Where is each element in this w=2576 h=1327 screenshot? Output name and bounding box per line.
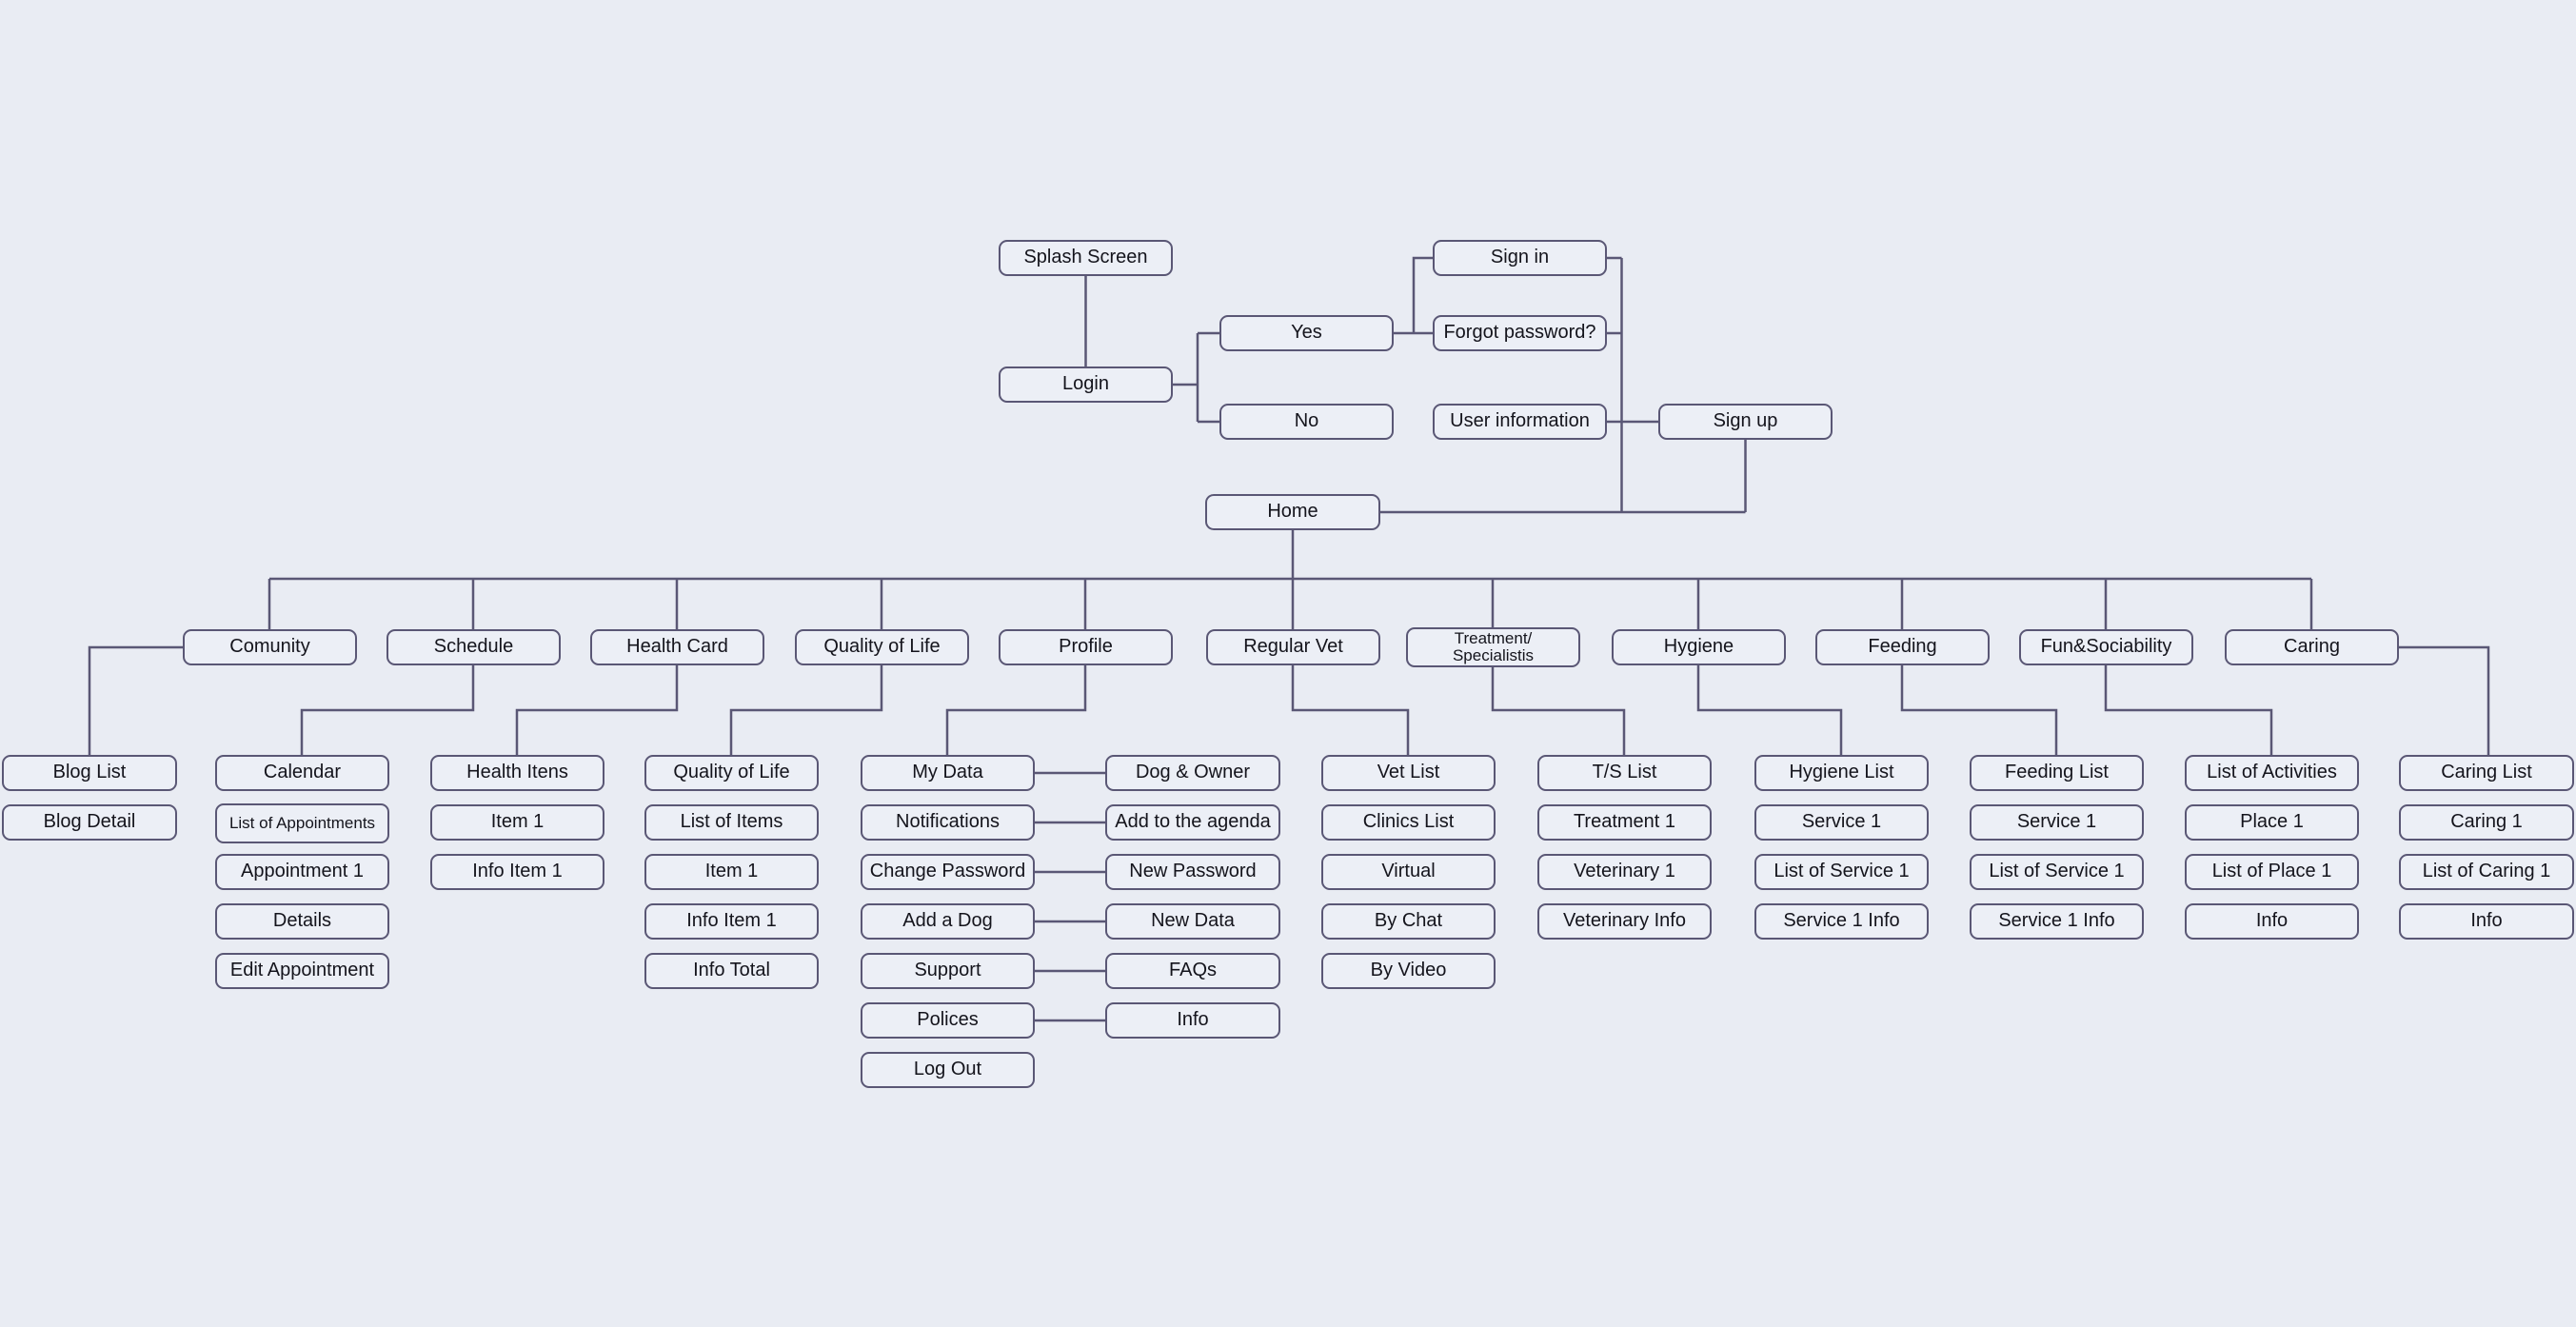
node-feeding-list[interactable]: Feeding List (1970, 755, 2144, 791)
node-dog-and-owner[interactable]: Dog & Owner (1105, 755, 1280, 791)
node-list-of-caring-1[interactable]: List of Caring 1 (2399, 854, 2574, 890)
node-feeding-service-1-info[interactable]: Service 1 Info (1970, 903, 2144, 940)
node-list-of-place-1[interactable]: List of Place 1 (2185, 854, 2359, 890)
node-place-1[interactable]: Place 1 (2185, 804, 2359, 841)
node-feeding[interactable]: Feeding (1815, 629, 1990, 665)
node-hygiene-service-1-info[interactable]: Service 1 Info (1754, 903, 1929, 940)
node-support[interactable]: Support (861, 953, 1035, 989)
node-hygiene[interactable]: Hygiene (1612, 629, 1786, 665)
node-clinics-list[interactable]: Clinics List (1321, 804, 1496, 841)
node-splash-screen[interactable]: Splash Screen (999, 240, 1173, 276)
node-veterinary-1[interactable]: Veterinary 1 (1537, 854, 1712, 890)
node-sign-in[interactable]: Sign in (1433, 240, 1607, 276)
node-health-item-1[interactable]: Item 1 (430, 804, 604, 841)
node-feeding-service-1[interactable]: Service 1 (1970, 804, 2144, 841)
node-comunity[interactable]: Comunity (183, 629, 357, 665)
node-health-card[interactable]: Health Card (590, 629, 764, 665)
node-regular-vet[interactable]: Regular Vet (1206, 629, 1380, 665)
node-polices[interactable]: Polices (861, 1002, 1035, 1039)
node-profile[interactable]: Profile (999, 629, 1173, 665)
node-hygiene-service-1[interactable]: Service 1 (1754, 804, 1929, 841)
node-treatment-1[interactable]: Treatment 1 (1537, 804, 1712, 841)
node-caring-list[interactable]: Caring List (2399, 755, 2574, 791)
node-veterinary-info[interactable]: Veterinary Info (1537, 903, 1712, 940)
node-calendar[interactable]: Calendar (215, 755, 389, 791)
node-health-itens[interactable]: Health Itens (430, 755, 604, 791)
node-notifications[interactable]: Notifications (861, 804, 1035, 841)
node-sign-up[interactable]: Sign up (1658, 404, 1833, 440)
node-add-to-the-agenda[interactable]: Add to the agenda (1105, 804, 1280, 841)
node-by-chat[interactable]: By Chat (1321, 903, 1496, 940)
node-yes[interactable]: Yes (1219, 315, 1394, 351)
node-add-a-dog[interactable]: Add a Dog (861, 903, 1035, 940)
node-blog-detail[interactable]: Blog Detail (2, 804, 177, 841)
node-ts-list[interactable]: T/S List (1537, 755, 1712, 791)
node-hygiene-list-of-service-1[interactable]: List of Service 1 (1754, 854, 1929, 890)
node-caring-1[interactable]: Caring 1 (2399, 804, 2574, 841)
node-treatment-specialistis[interactable]: Treatment/ Specialistis (1406, 627, 1580, 667)
node-change-password[interactable]: Change Password (861, 854, 1035, 890)
node-new-data[interactable]: New Data (1105, 903, 1280, 940)
node-faqs[interactable]: FAQs (1105, 953, 1280, 989)
node-login[interactable]: Login (999, 366, 1173, 403)
node-new-password[interactable]: New Password (1105, 854, 1280, 890)
node-qol-info-total[interactable]: Info Total (644, 953, 819, 989)
node-virtual[interactable]: Virtual (1321, 854, 1496, 890)
node-list-of-appointments[interactable]: List of Appointments (215, 803, 389, 843)
node-feeding-list-of-service-1[interactable]: List of Service 1 (1970, 854, 2144, 890)
node-qol-info-item-1[interactable]: Info Item 1 (644, 903, 819, 940)
node-no[interactable]: No (1219, 404, 1394, 440)
node-qol-list-of-items[interactable]: List of Items (644, 804, 819, 841)
node-profile-info[interactable]: Info (1105, 1002, 1280, 1039)
node-appointment-1[interactable]: Appointment 1 (215, 854, 389, 890)
node-vet-list[interactable]: Vet List (1321, 755, 1496, 791)
node-forgot-password[interactable]: Forgot password? (1433, 315, 1607, 351)
node-hygiene-list[interactable]: Hygiene List (1754, 755, 1929, 791)
node-user-information[interactable]: User information (1433, 404, 1607, 440)
node-caring[interactable]: Caring (2225, 629, 2399, 665)
node-caring-info[interactable]: Info (2399, 903, 2574, 940)
node-activities-info[interactable]: Info (2185, 903, 2359, 940)
node-qol-quality-of-life[interactable]: Quality of Life (644, 755, 819, 791)
node-by-video[interactable]: By Video (1321, 953, 1496, 989)
node-list-of-activities[interactable]: List of Activities (2185, 755, 2359, 791)
node-log-out[interactable]: Log Out (861, 1052, 1035, 1088)
node-schedule[interactable]: Schedule (386, 629, 561, 665)
node-health-info-item-1[interactable]: Info Item 1 (430, 854, 604, 890)
node-quality-of-life[interactable]: Quality of Life (795, 629, 969, 665)
node-home[interactable]: Home (1205, 494, 1380, 530)
node-edit-appointment[interactable]: Edit Appointment (215, 953, 389, 989)
node-my-data[interactable]: My Data (861, 755, 1035, 791)
node-fun-sociability[interactable]: Fun&Sociability (2019, 629, 2193, 665)
node-blog-list[interactable]: Blog List (2, 755, 177, 791)
node-qol-item-1[interactable]: Item 1 (644, 854, 819, 890)
node-details[interactable]: Details (215, 903, 389, 940)
